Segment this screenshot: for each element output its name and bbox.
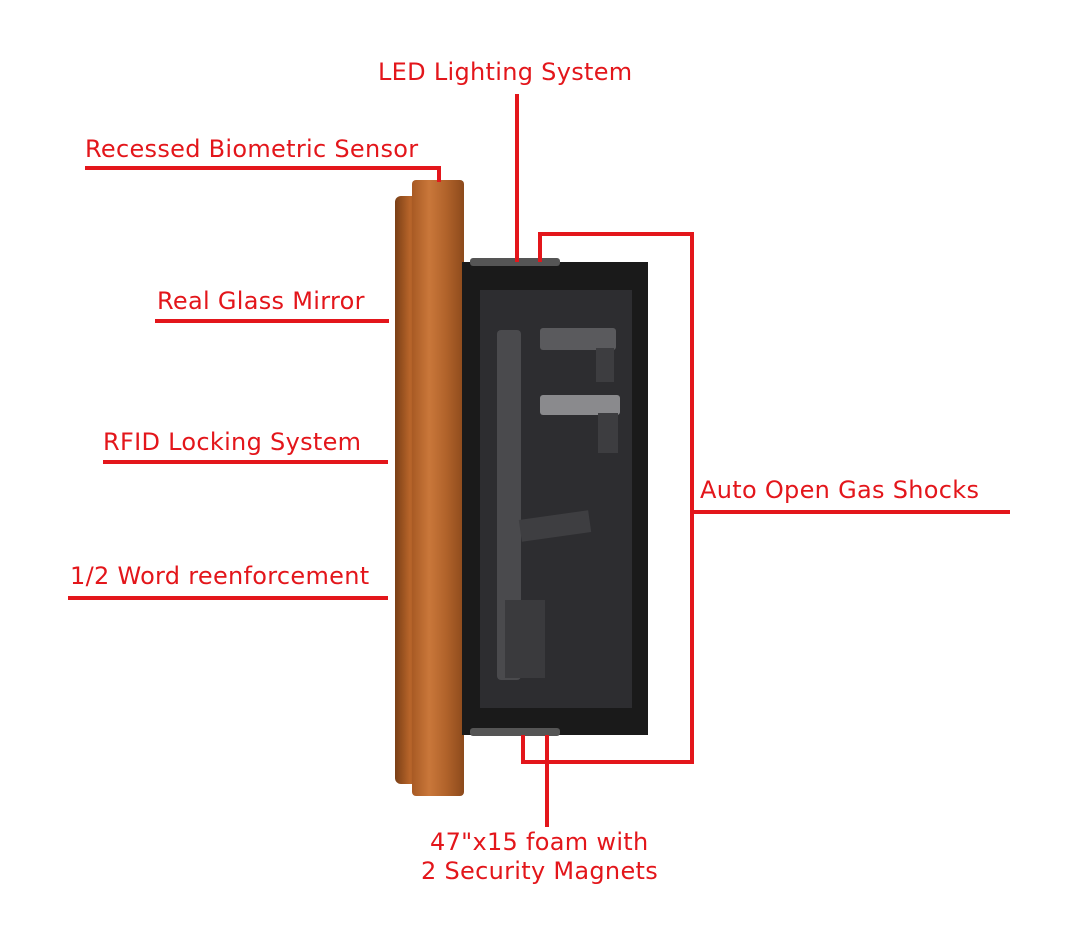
label-foam-line1: 47"x15 foam with <box>430 828 649 856</box>
pistol-2 <box>540 395 620 415</box>
bracket-bottom <box>521 760 694 764</box>
callout-line-led <box>515 94 519 262</box>
bracket-bottom-rise <box>521 735 525 764</box>
mirror-frame <box>412 180 464 796</box>
gas-shock-top <box>470 258 560 266</box>
label-gas-shocks: Auto Open Gas Shocks <box>700 476 980 504</box>
rifle-stock <box>505 600 545 678</box>
label-biometric-sensor: Recessed Biometric Sensor <box>85 135 419 163</box>
label-led-lighting: LED Lighting System <box>378 58 633 86</box>
callout-line-rfid <box>103 460 388 464</box>
label-glass-mirror: Real Glass Mirror <box>157 287 365 315</box>
pistol-1-grip <box>596 348 614 382</box>
callout-line-biometric <box>85 166 441 170</box>
callout-line-mirror <box>155 319 389 323</box>
label-rfid-locking: RFID Locking System <box>103 428 362 456</box>
callout-line-foam <box>545 735 549 827</box>
gas-shock-bottom <box>470 728 560 736</box>
pistol-1 <box>540 328 616 350</box>
label-reinforcement: 1/2 Word reenforcement <box>70 562 370 590</box>
bracket-top <box>538 232 694 236</box>
pistol-2-grip <box>598 413 618 453</box>
callout-line-gas-shocks <box>690 510 1010 514</box>
bracket-right <box>690 232 694 764</box>
label-foam-line2: 2 Security Magnets <box>421 857 659 885</box>
callout-line-biometric-drop <box>437 166 441 182</box>
bracket-top-drop <box>538 232 542 262</box>
callout-line-reinforcement <box>68 596 388 600</box>
